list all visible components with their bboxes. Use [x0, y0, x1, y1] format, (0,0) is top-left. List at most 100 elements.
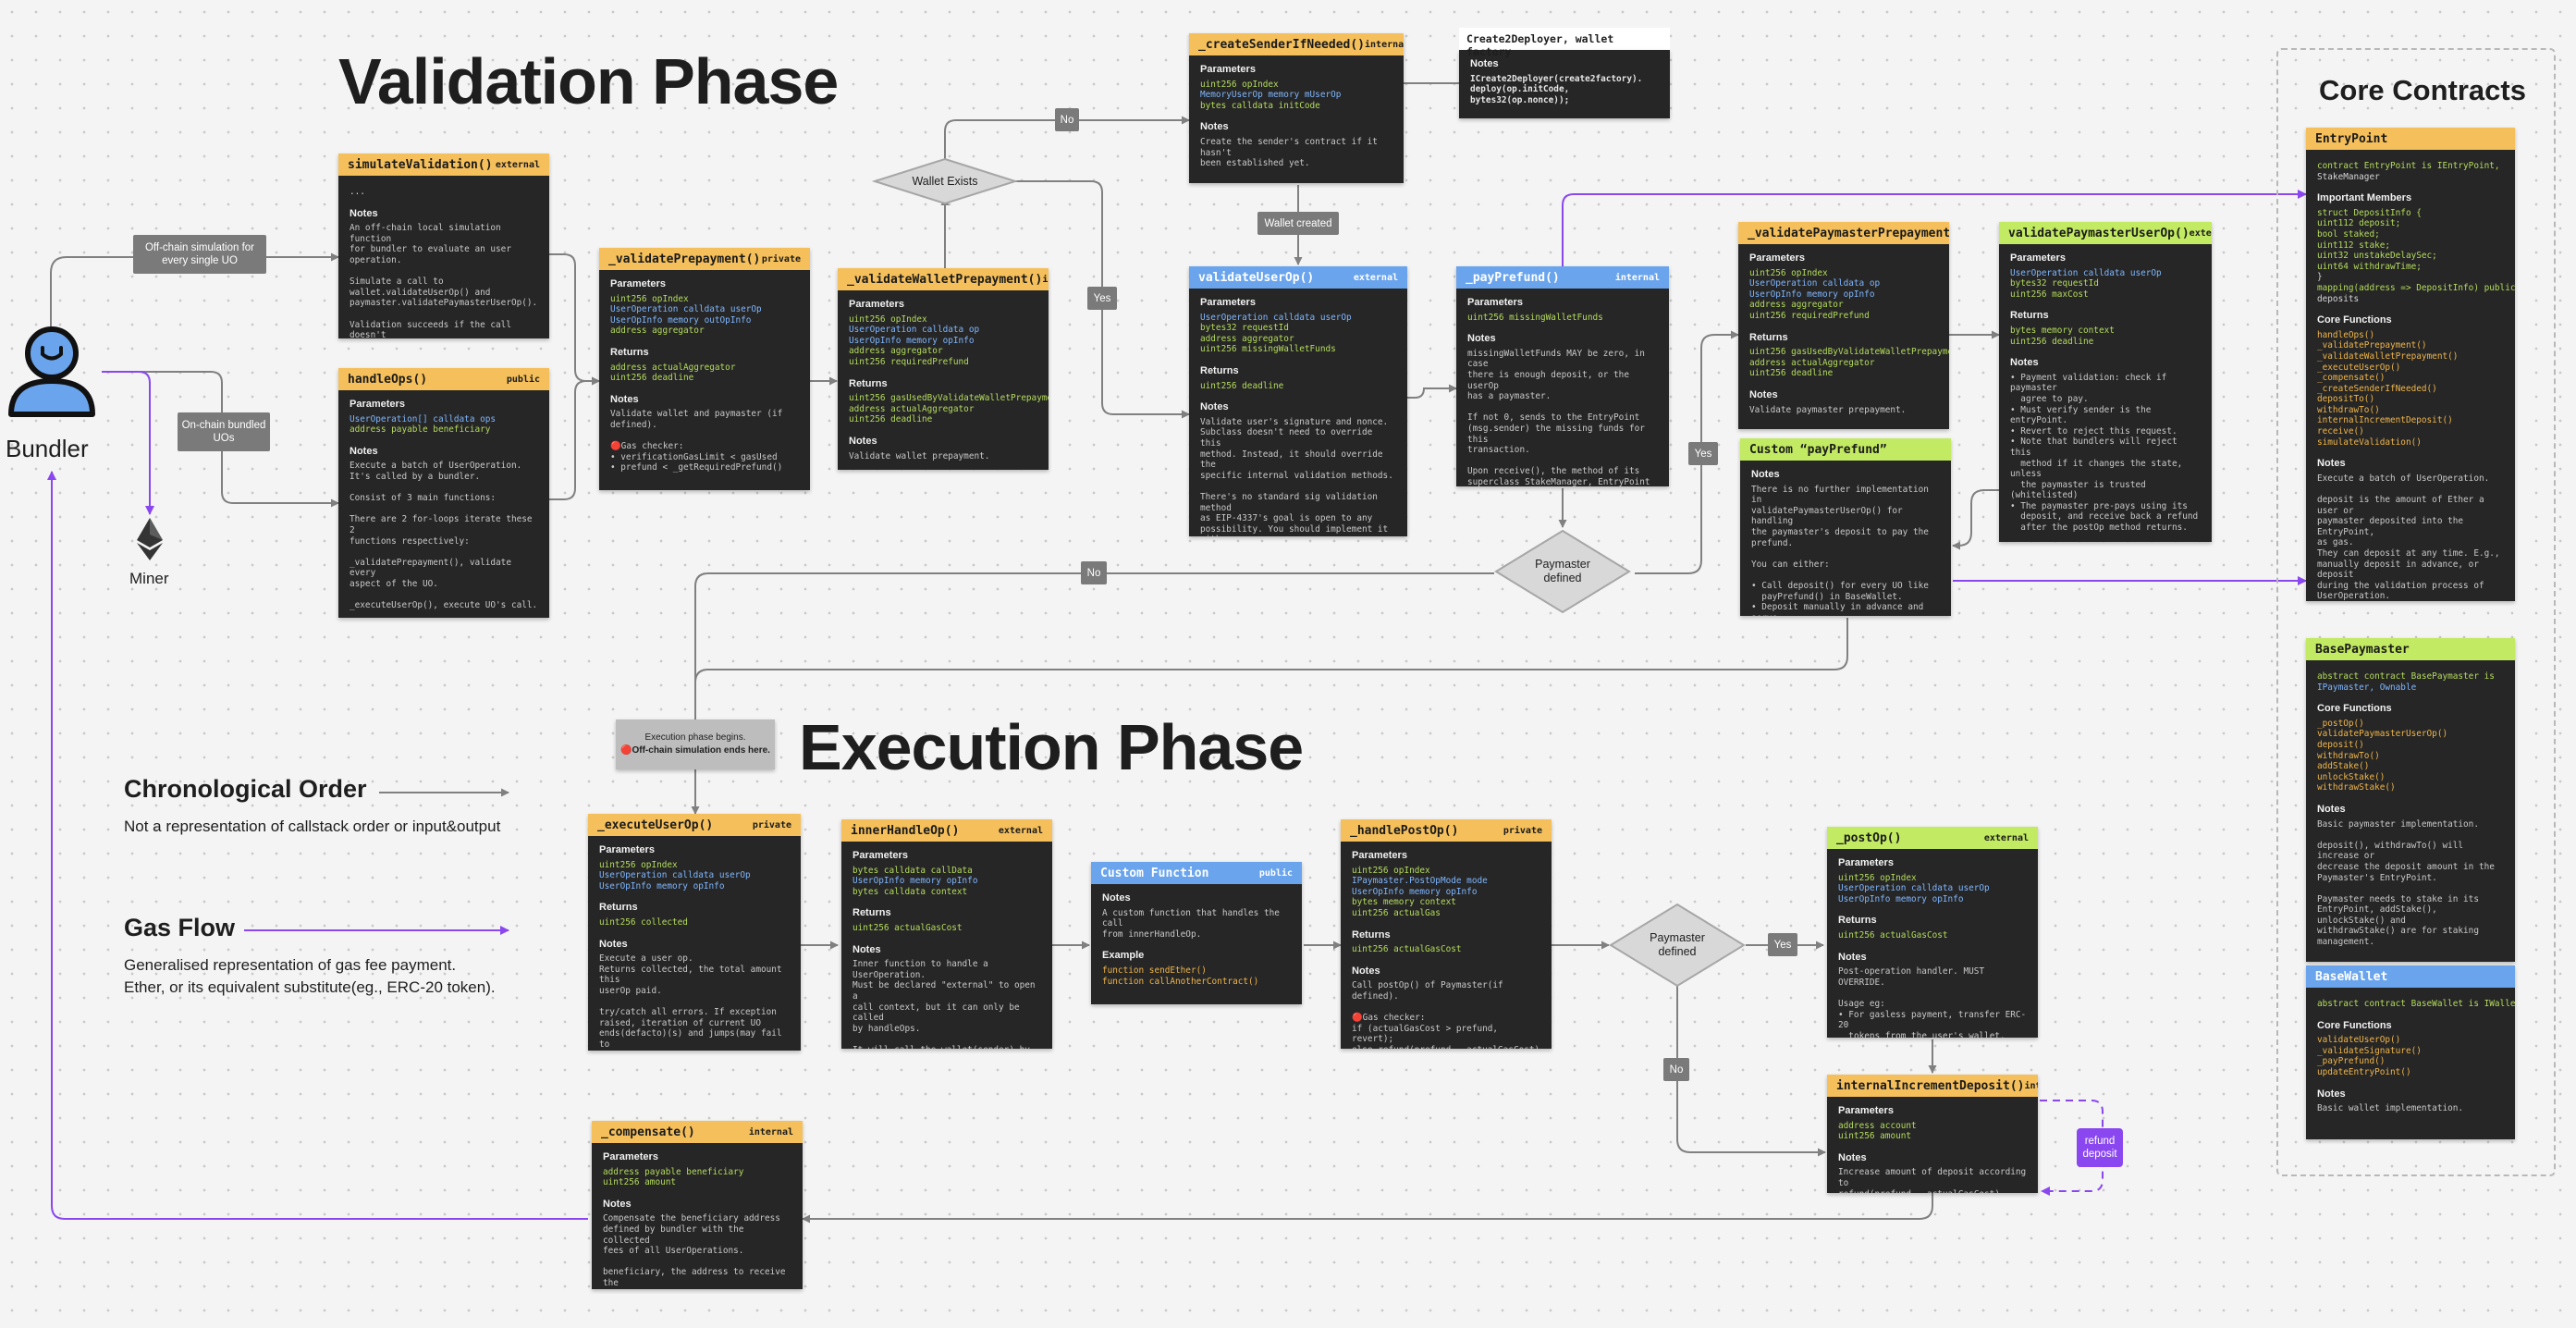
code-line: abstract contract BaseWallet is IWallet [2317, 999, 2515, 1009]
section-title: Parameters [1838, 857, 1894, 868]
code-line: receive() [2317, 426, 2364, 437]
edge-validatepaymaster-custom [1952, 489, 2003, 550]
code-line: uint256 actualGasCost [853, 922, 963, 933]
legend-gas-desc-2: Ether, or its equivalent substitute(eg.,… [124, 978, 496, 996]
code-line: updateEntryPoint() [2317, 1066, 2411, 1077]
label-offchain: Off-chain simulation for every single UO [133, 235, 266, 274]
code-line: uint256 collected [599, 916, 688, 928]
code-line: UserOpInfo memory opInfo [849, 335, 975, 346]
card-validateWalletPrepayment: _validateWalletPrepayment()internalParam… [838, 268, 1049, 470]
card-visibility: internal [1042, 274, 1049, 285]
code-line: uint256 requiredPrefund [849, 356, 969, 367]
edge-handleops-validateprepayment [549, 376, 600, 500]
code-line: uint256 deadline [849, 414, 933, 425]
section-title: Core Functions [2317, 703, 2392, 715]
code-line: uint256 amount [603, 1177, 677, 1188]
section-title: Parameters [1838, 1105, 1894, 1116]
section-title: Notes [2317, 1088, 2346, 1100]
label-yes-3: Yes [1768, 933, 1797, 956]
code-line: uint112 deposit; [2317, 218, 2401, 229]
code-line: uint112 stake; [2317, 240, 2391, 251]
notes-text: Basic paymaster implementation. deposit(… [2317, 818, 2495, 948]
card-header: _payPrefund()internal [1456, 266, 1669, 289]
edge-diamond-no-increment [1676, 984, 1826, 1157]
code-line: withdrawTo() [2317, 404, 2380, 415]
card-header: _compensate()internal [592, 1121, 803, 1143]
card-function-name: _compensate() [601, 1125, 695, 1139]
section-title: Parameters [599, 844, 655, 855]
section-title: Example [1102, 950, 1145, 962]
section-title: Returns [1749, 331, 1788, 343]
code-line: UserOpInfo memory opInfo [1838, 893, 1964, 904]
code-line: addStake() [2317, 761, 2370, 772]
label-no-1: No [1055, 108, 1079, 131]
card-function-name: _handlePostOp() [1350, 823, 1459, 838]
notes-text: Execute a batch of UserOperation. deposi… [2317, 473, 2500, 601]
label-onchain: On-chain bundled UOs [178, 412, 270, 451]
card-header: EntryPoint [2306, 128, 2515, 150]
card-validatePaymasterUserOp: validatePaymasterUserOp()externalParamet… [1999, 222, 2212, 542]
code-line: bytes32 requestId [2010, 278, 2099, 289]
card-visibility: public [1258, 867, 1293, 879]
notes-text: There is no further implementation in va… [1751, 484, 1929, 616]
section-title: Returns [849, 377, 888, 389]
notes-text: Create the sender's contract if it hasn'… [1200, 136, 1378, 169]
notes-text: Increase amount of deposit according to … [1838, 1167, 2027, 1193]
edge-simulate-validateprepayment [549, 253, 600, 386]
section-title: Notes [1102, 892, 1131, 904]
ethereum-icon [137, 518, 163, 560]
section-title: Notes [1200, 401, 1229, 413]
code-line: abstract contract BasePaymaster is [2317, 671, 2495, 682]
card-body: contract EntryPoint is IEntryPoint,Stake… [2306, 150, 2515, 601]
code-line: withdrawTo() [2317, 750, 2380, 761]
card-function-name: BaseWallet [2315, 969, 2388, 984]
validation-phase-title: Validation Phase [338, 45, 839, 117]
section-title: Notes [1352, 965, 1380, 977]
code-line: uint256 deadline [1200, 380, 1284, 391]
card-header: BasePaymaster [2306, 638, 2515, 660]
code-line: uint256 opIndex [1838, 872, 1917, 883]
deployer-note-line-1: ICreate2Deployer(create2factory). [1470, 73, 1643, 84]
section-title: Notes [1749, 388, 1778, 400]
notes-text: Call postOp() of Paymaster(if defined). … [1352, 980, 1539, 1049]
card-header: _postOp()external [1827, 827, 2038, 849]
section-title: Parameters [610, 278, 666, 289]
card-header: innerHandleOp()external [841, 819, 1052, 842]
card-visibility: internal [1365, 39, 1404, 50]
section-title: Core Functions [2317, 1019, 2392, 1031]
code-line: UserOpInfo memory opInfo [853, 876, 978, 887]
card-header: simulateValidation()external [338, 154, 549, 176]
section-title: Returns [610, 346, 649, 358]
card-header: _createSenderIfNeeded()internal [1189, 33, 1404, 55]
code-line: validateUserOp() [2317, 1035, 2401, 1046]
code-line: uint256 opIndex [599, 859, 678, 870]
code-line: handleOps() [2317, 329, 2375, 340]
code-line: uint256 opIndex [849, 314, 927, 325]
card-visibility: external [2189, 227, 2212, 239]
execution-begins-notice: Execution phase begins. 🔴Off-chain simul… [616, 719, 775, 769]
code-line: bytes calldata initCode [1200, 100, 1320, 111]
section-title: Notes [2317, 458, 2346, 470]
code-line: StakeManager [2317, 171, 2380, 182]
card-header: _executeUserOp()private [588, 814, 801, 836]
card-function-name: _createSenderIfNeeded() [1198, 37, 1366, 52]
